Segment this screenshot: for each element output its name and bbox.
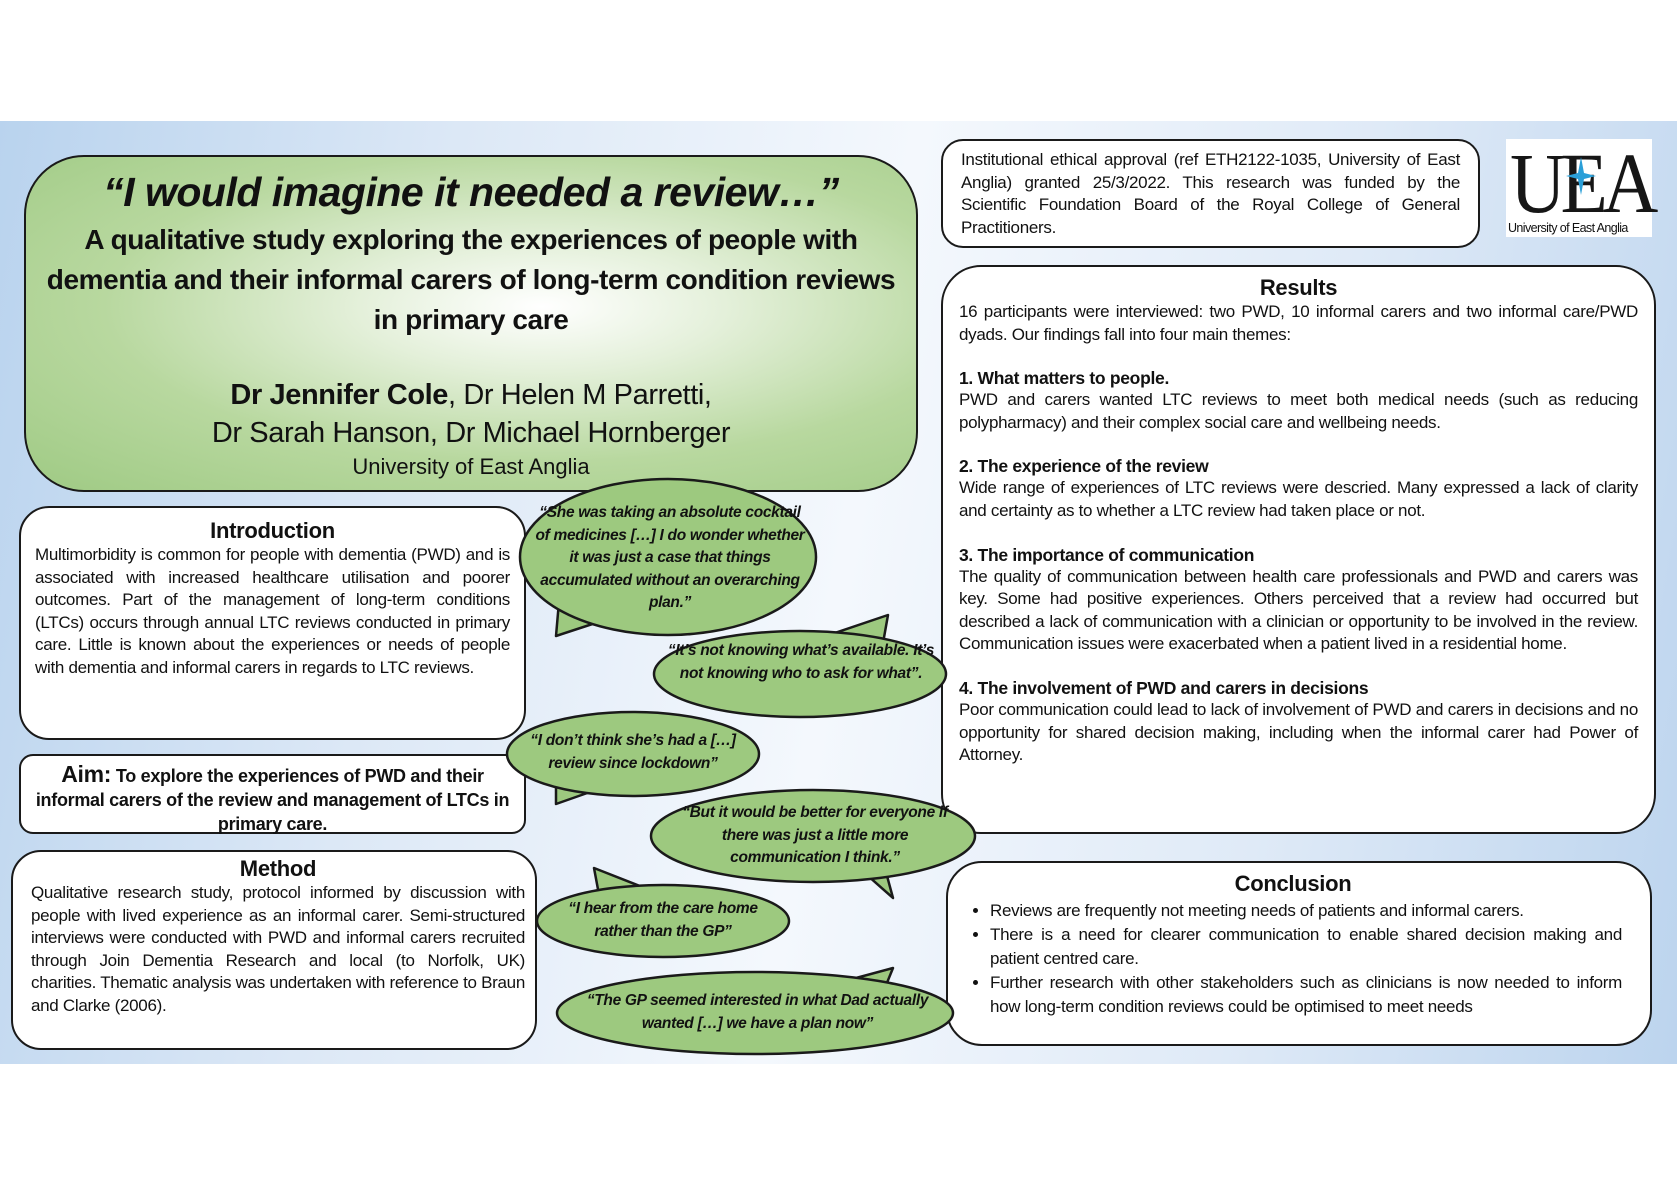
conclusion-bullet: There is a need for clearer communicatio… [990, 923, 1622, 971]
quote-6: “The GP seemed interested in what Dad ac… [586, 992, 929, 1032]
theme-4-title: 4. The involvement of PWD and carers in … [959, 677, 1369, 698]
theme-4-text: Poor communication could lead to lack of… [959, 699, 1638, 765]
authors: Dr Jennifer Cole, Dr Helen M Parretti, D… [26, 376, 916, 452]
ethics-text: Institutional ethical approval (ref ETH2… [961, 150, 1460, 237]
affiliation: University of East Anglia [352, 454, 590, 479]
introduction-panel: Introduction Multimorbidity is common fo… [19, 506, 526, 740]
theme-2-title: 2. The experience of the review [959, 456, 1209, 477]
aim-panel: Aim: To explore the experiences of PWD a… [19, 754, 526, 834]
conclusion-bullet: Reviews are frequently not meeting needs… [990, 899, 1622, 923]
conclusion-panel: Conclusion Reviews are frequently not me… [946, 861, 1652, 1046]
uea-logo: UEA University of East Anglia [1506, 135, 1658, 237]
results-heading: Results [1259, 275, 1338, 300]
co-authors-1: , Dr Helen M Parretti, [448, 379, 712, 411]
logo-letters: UEA [1510, 133, 1658, 233]
title-panel: “I would imagine it needed a review…” A … [24, 155, 918, 492]
results-panel: Results 16 participants were interviewed… [941, 265, 1656, 834]
theme-1-title: 1. What matters to people. [959, 368, 1170, 389]
theme-3-text: The quality of communication between hea… [959, 566, 1638, 654]
star-icon [1566, 157, 1596, 195]
results-intro: 16 participants were interviewed: two PW… [959, 302, 1638, 344]
method-panel: Method Qualitative research study, proto… [11, 850, 537, 1050]
introduction-text: Multimorbidity is common for people with… [35, 545, 510, 677]
conclusion-heading: Conclusion [1234, 871, 1352, 896]
aim-label: Aim: [61, 761, 112, 787]
logo-name: University of East Anglia [1508, 221, 1628, 235]
quote-1: “She was taking an absolute cocktail of … [535, 504, 805, 611]
method-text: Qualitative research study, protocol inf… [31, 883, 525, 1015]
quote-5: “I hear from the care home rather than t… [568, 900, 758, 940]
conclusion-bullet: Further research with other stakeholders… [990, 971, 1622, 1019]
quote-4: “But it would be better for everyone if … [682, 804, 948, 866]
aim-text: To explore the experiences of PWD and th… [35, 766, 510, 834]
introduction-heading: Introduction [210, 518, 335, 543]
quote-3: “I don’t think she’s had a […] review si… [530, 732, 736, 772]
title-quote: “I would imagine it needed a review…” [103, 169, 839, 215]
conclusion-list: Reviews are frequently not meeting needs… [964, 899, 1622, 1019]
poster-subtitle: A qualitative study exploring the experi… [46, 224, 896, 335]
quote-2: “It’s not knowing what’s available. It’s… [667, 642, 935, 682]
ethics-panel: Institutional ethical approval (ref ETH2… [941, 139, 1480, 248]
method-heading: Method [239, 856, 317, 881]
theme-3-title: 3. The importance of communication [959, 544, 1255, 565]
co-authors-2: Dr Sarah Hanson, Dr Michael Hornberger [211, 417, 731, 449]
theme-1-text: PWD and carers wanted LTC reviews to mee… [959, 390, 1638, 432]
lead-author: Dr Jennifer Cole [230, 379, 449, 411]
theme-2-text: Wide range of experiences of LTC reviews… [959, 478, 1638, 520]
